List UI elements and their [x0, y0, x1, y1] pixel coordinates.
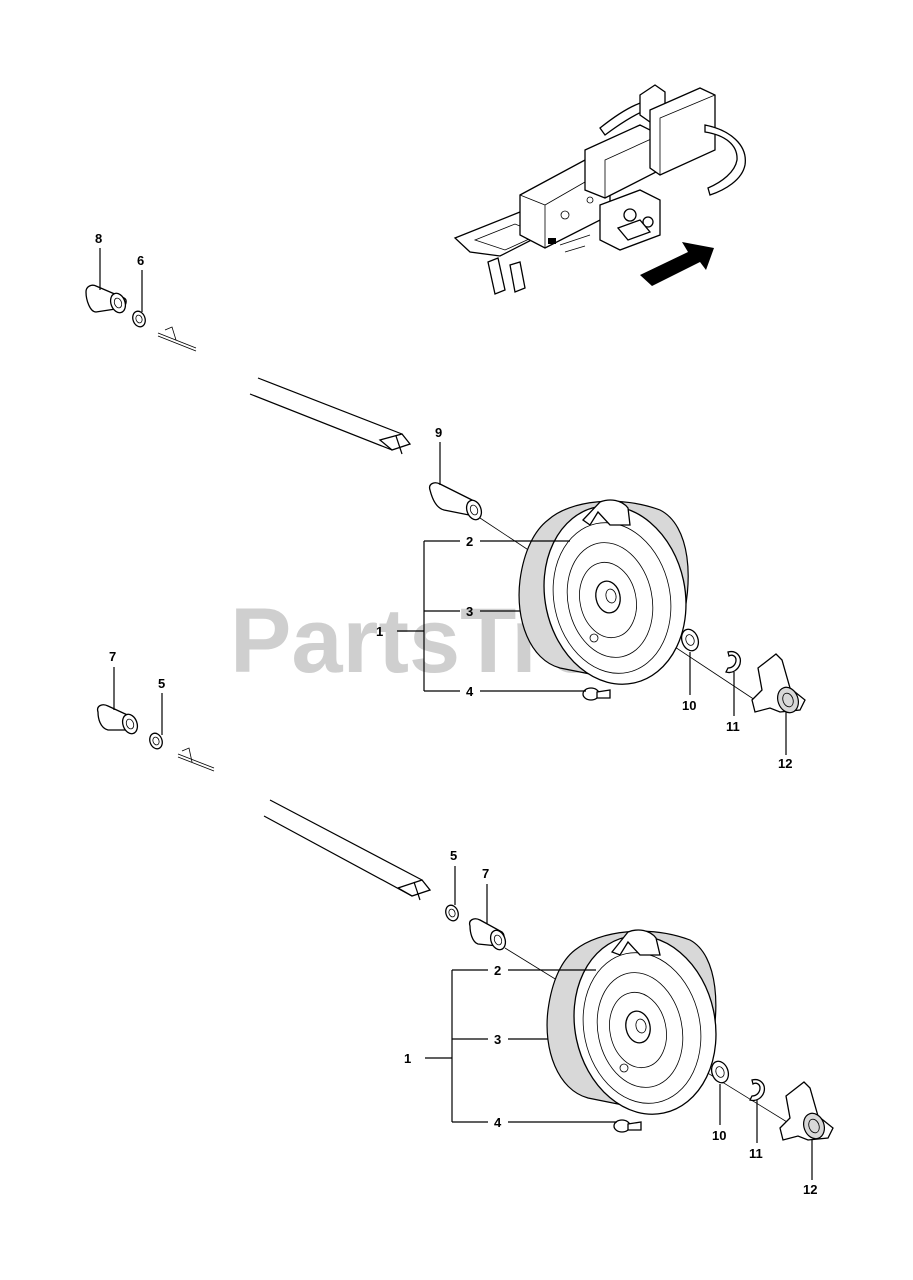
callout-11-lower: 11	[749, 1146, 763, 1161]
callout-2-upper: 2	[466, 534, 473, 549]
washer-part-5-lower	[445, 904, 459, 922]
tractor-frame-illustration	[453, 84, 746, 295]
spacer-part-7-left	[96, 704, 139, 735]
callout-1-lower: 1	[404, 1051, 411, 1066]
callout-4-lower: 4	[494, 1115, 502, 1130]
callout-11-upper: 11	[726, 719, 740, 734]
washer-part-10-upper	[680, 628, 700, 652]
spacer-part-9	[428, 482, 483, 521]
washer-part-10-lower	[710, 1060, 730, 1084]
callout-9: 9	[435, 425, 442, 440]
callout-8: 8	[95, 231, 102, 246]
callout-1-upper: 1	[376, 624, 383, 639]
washer-part-5-left	[149, 732, 163, 750]
clip-part-11-upper	[725, 650, 742, 674]
callout-10-upper: 10	[682, 698, 696, 713]
callout-12-upper: 12	[778, 756, 792, 771]
callout-10-lower: 10	[712, 1128, 726, 1143]
hubcap-part-12-upper	[751, 653, 806, 714]
callout-5-lower: 5	[450, 848, 457, 863]
wheel-assembly-upper	[518, 499, 689, 685]
callout-5-left: 5	[158, 676, 165, 691]
callout-12-lower: 12	[803, 1182, 817, 1197]
valve-part-4-lower	[613, 1119, 642, 1133]
spacer-part-8	[85, 284, 127, 314]
callout-3-upper: 3	[466, 604, 473, 619]
clip-part-11-lower	[749, 1078, 766, 1102]
direction-arrow-icon	[640, 242, 714, 286]
leader-lines-lower	[113, 667, 813, 1180]
spacer-part-7-lower	[468, 918, 507, 951]
washer-part-6	[132, 310, 146, 328]
leader-lines-upper	[99, 248, 787, 755]
hubcap-part-12-lower	[779, 1081, 834, 1141]
callout-3-lower: 3	[494, 1032, 501, 1047]
callout-7-lower: 7	[482, 866, 489, 881]
callout-2-lower: 2	[494, 963, 501, 978]
wheel-assembly-lower	[546, 929, 717, 1115]
callout-6: 6	[137, 253, 144, 268]
callout-7-left: 7	[109, 649, 116, 664]
callout-4-upper: 4	[466, 684, 474, 699]
valve-part-4-upper	[582, 687, 611, 701]
axle-shaft-lower	[263, 799, 432, 901]
axle-shaft-upper	[249, 377, 412, 455]
